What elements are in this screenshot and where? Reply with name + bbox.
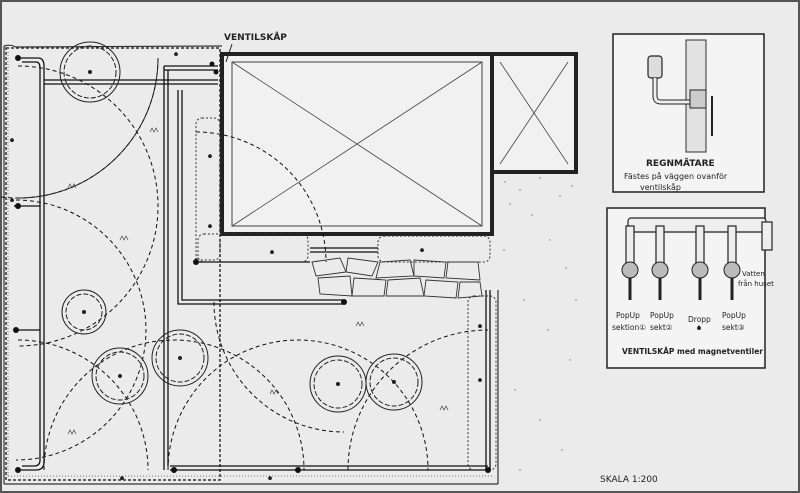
drip-icon <box>697 325 701 330</box>
rain-gauge-line1: Fästes på väggen ovanför <box>624 171 728 181</box>
manifold-label-2a: PopUp <box>650 311 674 320</box>
hedge-outline <box>3 44 498 485</box>
spray-arcs <box>0 57 489 471</box>
bed-south-2 <box>377 235 491 263</box>
rain-gauge-line2: ventilskåp <box>640 182 681 192</box>
scale-label: SKALA 1:200 <box>600 475 658 485</box>
water-label-a: Vatten <box>742 270 765 278</box>
manifold-label-3: Dropp <box>688 315 711 324</box>
valve-cabinet-label: VENTILSKÅP <box>224 32 287 43</box>
tree-1 <box>59 41 121 103</box>
tree-5 <box>309 355 367 413</box>
tree-3 <box>91 347 149 405</box>
manifold-label-1b: sektion① <box>612 323 646 332</box>
bed-west <box>195 117 221 261</box>
driveway-stipple <box>503 177 577 471</box>
tree-4 <box>151 329 209 387</box>
water-label-b: från huset <box>738 279 774 288</box>
tree-2 <box>61 289 107 335</box>
sprinkler-heads <box>13 55 491 473</box>
drip-markers <box>10 52 482 480</box>
manifold-label-1a: PopUp <box>616 311 640 320</box>
house-diagonal-2 <box>231 61 483 227</box>
valve-label-leader <box>225 43 233 63</box>
manifold-caption: VENTILSKÅP med magnetventiler <box>622 347 763 356</box>
manifold-illustration <box>621 217 773 300</box>
bed-south-1 <box>197 233 309 263</box>
rain-gauge-illustration <box>647 39 713 153</box>
tree-6 <box>365 353 423 411</box>
bed-east <box>467 295 497 471</box>
patio-stones <box>311 257 483 299</box>
manifold-label-4a: PopUp <box>722 311 746 320</box>
manifold-label-4b: sekt③ <box>722 323 745 332</box>
plot-boundary-left <box>5 47 221 481</box>
trees <box>59 41 423 413</box>
hedge-inner <box>7 52 494 477</box>
rain-gauge-title: REGNMÄTARE <box>646 158 715 169</box>
shed-diagonal-2 <box>499 61 569 165</box>
manifold-label-2b: sekt② <box>650 323 673 332</box>
house-inner <box>231 61 483 227</box>
grass-tufts <box>67 127 449 435</box>
